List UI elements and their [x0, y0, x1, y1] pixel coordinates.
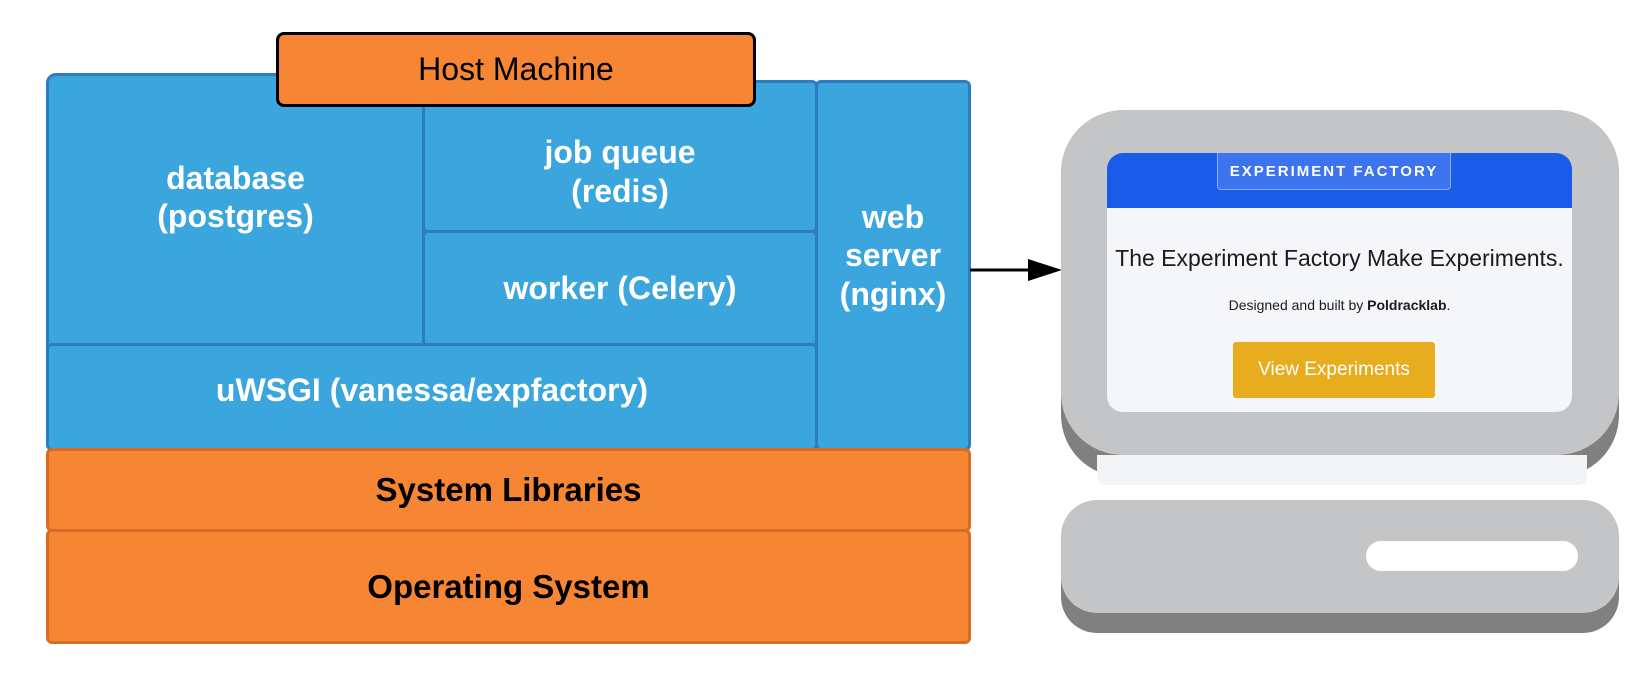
monitor-neck — [1097, 455, 1587, 485]
web-server-block: web server (nginx) — [815, 80, 971, 451]
database-label: database (postgres) — [157, 159, 314, 234]
database-block: database (postgres) — [46, 73, 425, 351]
brand-badge[interactable]: EXPERIMENT FACTORY — [1217, 153, 1451, 190]
web-server-label: web server (nginx) — [839, 198, 947, 312]
uwsgi-label: uWSGI (vanessa/expfactory) — [215, 371, 649, 408]
host-machine-block: Host Machine — [276, 32, 756, 107]
system-libraries-block: System Libraries — [46, 448, 971, 532]
screen-nav-bar: EXPERIMENT FACTORY — [1107, 153, 1572, 208]
system-libraries-label: System Libraries — [375, 471, 642, 509]
worker-block: worker (Celery) — [422, 230, 818, 347]
byline-prefix: Designed and built by — [1228, 297, 1368, 313]
view-experiments-button[interactable]: View Experiments — [1233, 342, 1435, 398]
byline-suffix: . — [1446, 297, 1451, 313]
keyboard-slot — [1366, 541, 1578, 571]
operating-system-block: Operating System — [46, 529, 971, 644]
screen-byline: Designed and built by Poldracklab. — [1107, 297, 1572, 313]
operating-system-label: Operating System — [367, 567, 650, 605]
worker-label: worker (Celery) — [503, 270, 737, 307]
job-queue-label: job queue (redis) — [544, 134, 696, 209]
connector-arrow — [970, 259, 1062, 281]
host-machine-label: Host Machine — [418, 51, 614, 88]
uwsgi-block: uWSGI (vanessa/expfactory) — [46, 343, 818, 451]
screen-headline: The Experiment Factory Make Experiments. — [1115, 245, 1564, 271]
monitor-screen: EXPERIMENT FACTORY The Experiment Factor… — [1107, 153, 1572, 412]
byline-author-link[interactable]: Poldracklab — [1367, 297, 1447, 313]
